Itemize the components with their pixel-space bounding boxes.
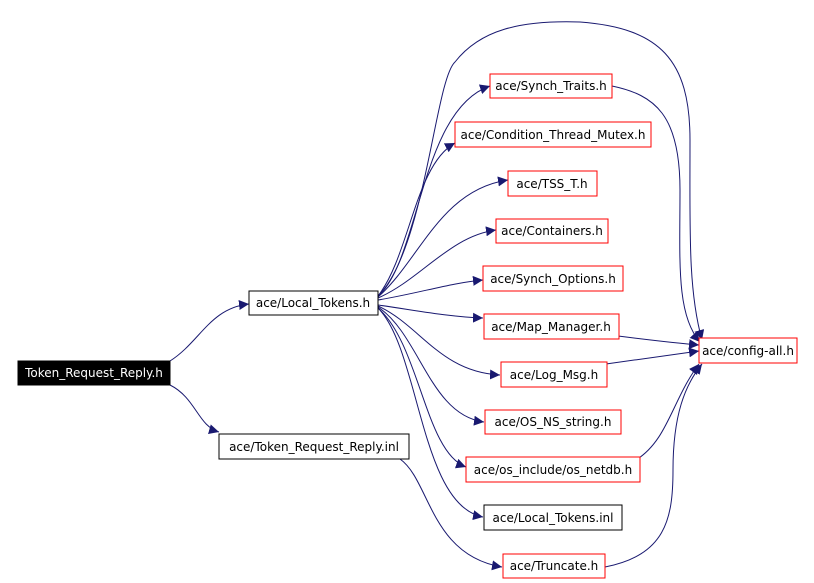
node-label: Token_Request_Reply.h bbox=[24, 366, 163, 380]
edge-local-tokens-h-to-local-tokens-inl bbox=[377, 307, 484, 521]
edge-local-tokens-h-to-tss-t-h bbox=[377, 176, 509, 298]
edge-local-tokens-h-to-containers-h bbox=[377, 226, 497, 299]
edge-token-request-reply-h-to-local-tokens-h bbox=[169, 300, 250, 362]
node-label: ace/Synch_Traits.h bbox=[495, 79, 606, 93]
node-synch-options-h[interactable]: ace/Synch_Options.h bbox=[482, 265, 624, 292]
node-containers-h[interactable]: ace/Containers.h bbox=[495, 218, 609, 244]
node-label: ace/Log_Msg.h bbox=[510, 368, 598, 382]
node-label: ace/Truncate.h bbox=[510, 559, 599, 573]
node-token-request-reply-inl[interactable]: ace/Token_Request_Reply.inl bbox=[218, 433, 410, 460]
node-truncate-h[interactable]: ace/Truncate.h bbox=[502, 553, 606, 579]
node-label: ace/OS_NS_string.h bbox=[495, 415, 612, 429]
node-label: ace/Local_Tokens.h bbox=[256, 296, 370, 310]
node-synch-traits-h[interactable]: ace/Synch_Traits.h bbox=[489, 73, 613, 99]
edge-synch-traits-h-to-config-all-h bbox=[611, 85, 701, 343]
node-os-netdb-h[interactable]: ace/os_include/os_netdb.h bbox=[465, 456, 641, 483]
edge-local-tokens-h-to-map-manager-h bbox=[377, 304, 484, 323]
node-label: ace/config-all.h bbox=[702, 344, 794, 358]
node-label: ace/Map_Manager.h bbox=[491, 320, 611, 334]
nodes: Token_Request_Reply.h ace/Local_Tokens.h… bbox=[17, 73, 798, 579]
node-condition-thread-mutex-h[interactable]: ace/Condition_Thread_Mutex.h bbox=[454, 121, 652, 148]
edges bbox=[169, 21, 705, 571]
node-label: ace/os_include/os_netdb.h bbox=[474, 463, 632, 477]
edge-local-tokens-h-to-os-ns-string-h bbox=[377, 306, 485, 426]
node-local-tokens-h[interactable]: ace/Local_Tokens.h bbox=[248, 290, 379, 316]
node-local-tokens-inl[interactable]: ace/Local_Tokens.inl bbox=[483, 504, 623, 531]
edge-log-msg-h-to-config-all-h bbox=[605, 347, 700, 365]
edge-local-tokens-h-to-log-msg-h bbox=[377, 305, 501, 380]
node-label: ace/Condition_Thread_Mutex.h bbox=[461, 128, 646, 142]
node-label: ace/Synch_Options.h bbox=[490, 272, 616, 286]
edge-local-tokens-h-to-condition-thread-mutex-h bbox=[377, 142, 456, 297]
edge-os-netdb-h-to-config-all-h bbox=[635, 363, 700, 461]
edge-token-request-reply-inl-to-truncate-h bbox=[399, 458, 503, 571]
node-token-request-reply-h[interactable]: Token_Request_Reply.h bbox=[17, 360, 171, 386]
edge-local-tokens-h-to-synch-options-h bbox=[377, 275, 484, 301]
edge-token-request-reply-h-to-token-request-reply-inl bbox=[169, 384, 220, 435]
edge-local-tokens-h-to-config-all-h bbox=[377, 21, 705, 341]
node-label: ace/Local_Tokens.inl bbox=[493, 511, 614, 525]
node-label: ace/TSS_T.h bbox=[516, 177, 587, 191]
node-os-ns-string-h[interactable]: ace/OS_NS_string.h bbox=[484, 409, 622, 435]
node-label: ace/Token_Request_Reply.inl bbox=[229, 440, 399, 454]
node-map-manager-h[interactable]: ace/Map_Manager.h bbox=[483, 313, 620, 340]
edge-truncate-h-to-config-all-h bbox=[604, 363, 703, 568]
node-config-all-h[interactable]: ace/config-all.h bbox=[698, 337, 798, 364]
node-tss-t-h[interactable]: ace/TSS_T.h bbox=[507, 170, 598, 197]
node-label: ace/Containers.h bbox=[501, 224, 603, 238]
edge-map-manager-h-to-config-all-h bbox=[617, 335, 700, 350]
edge-local-tokens-h-to-os-netdb-h bbox=[377, 307, 467, 469]
node-log-msg-h[interactable]: ace/Log_Msg.h bbox=[500, 361, 608, 388]
